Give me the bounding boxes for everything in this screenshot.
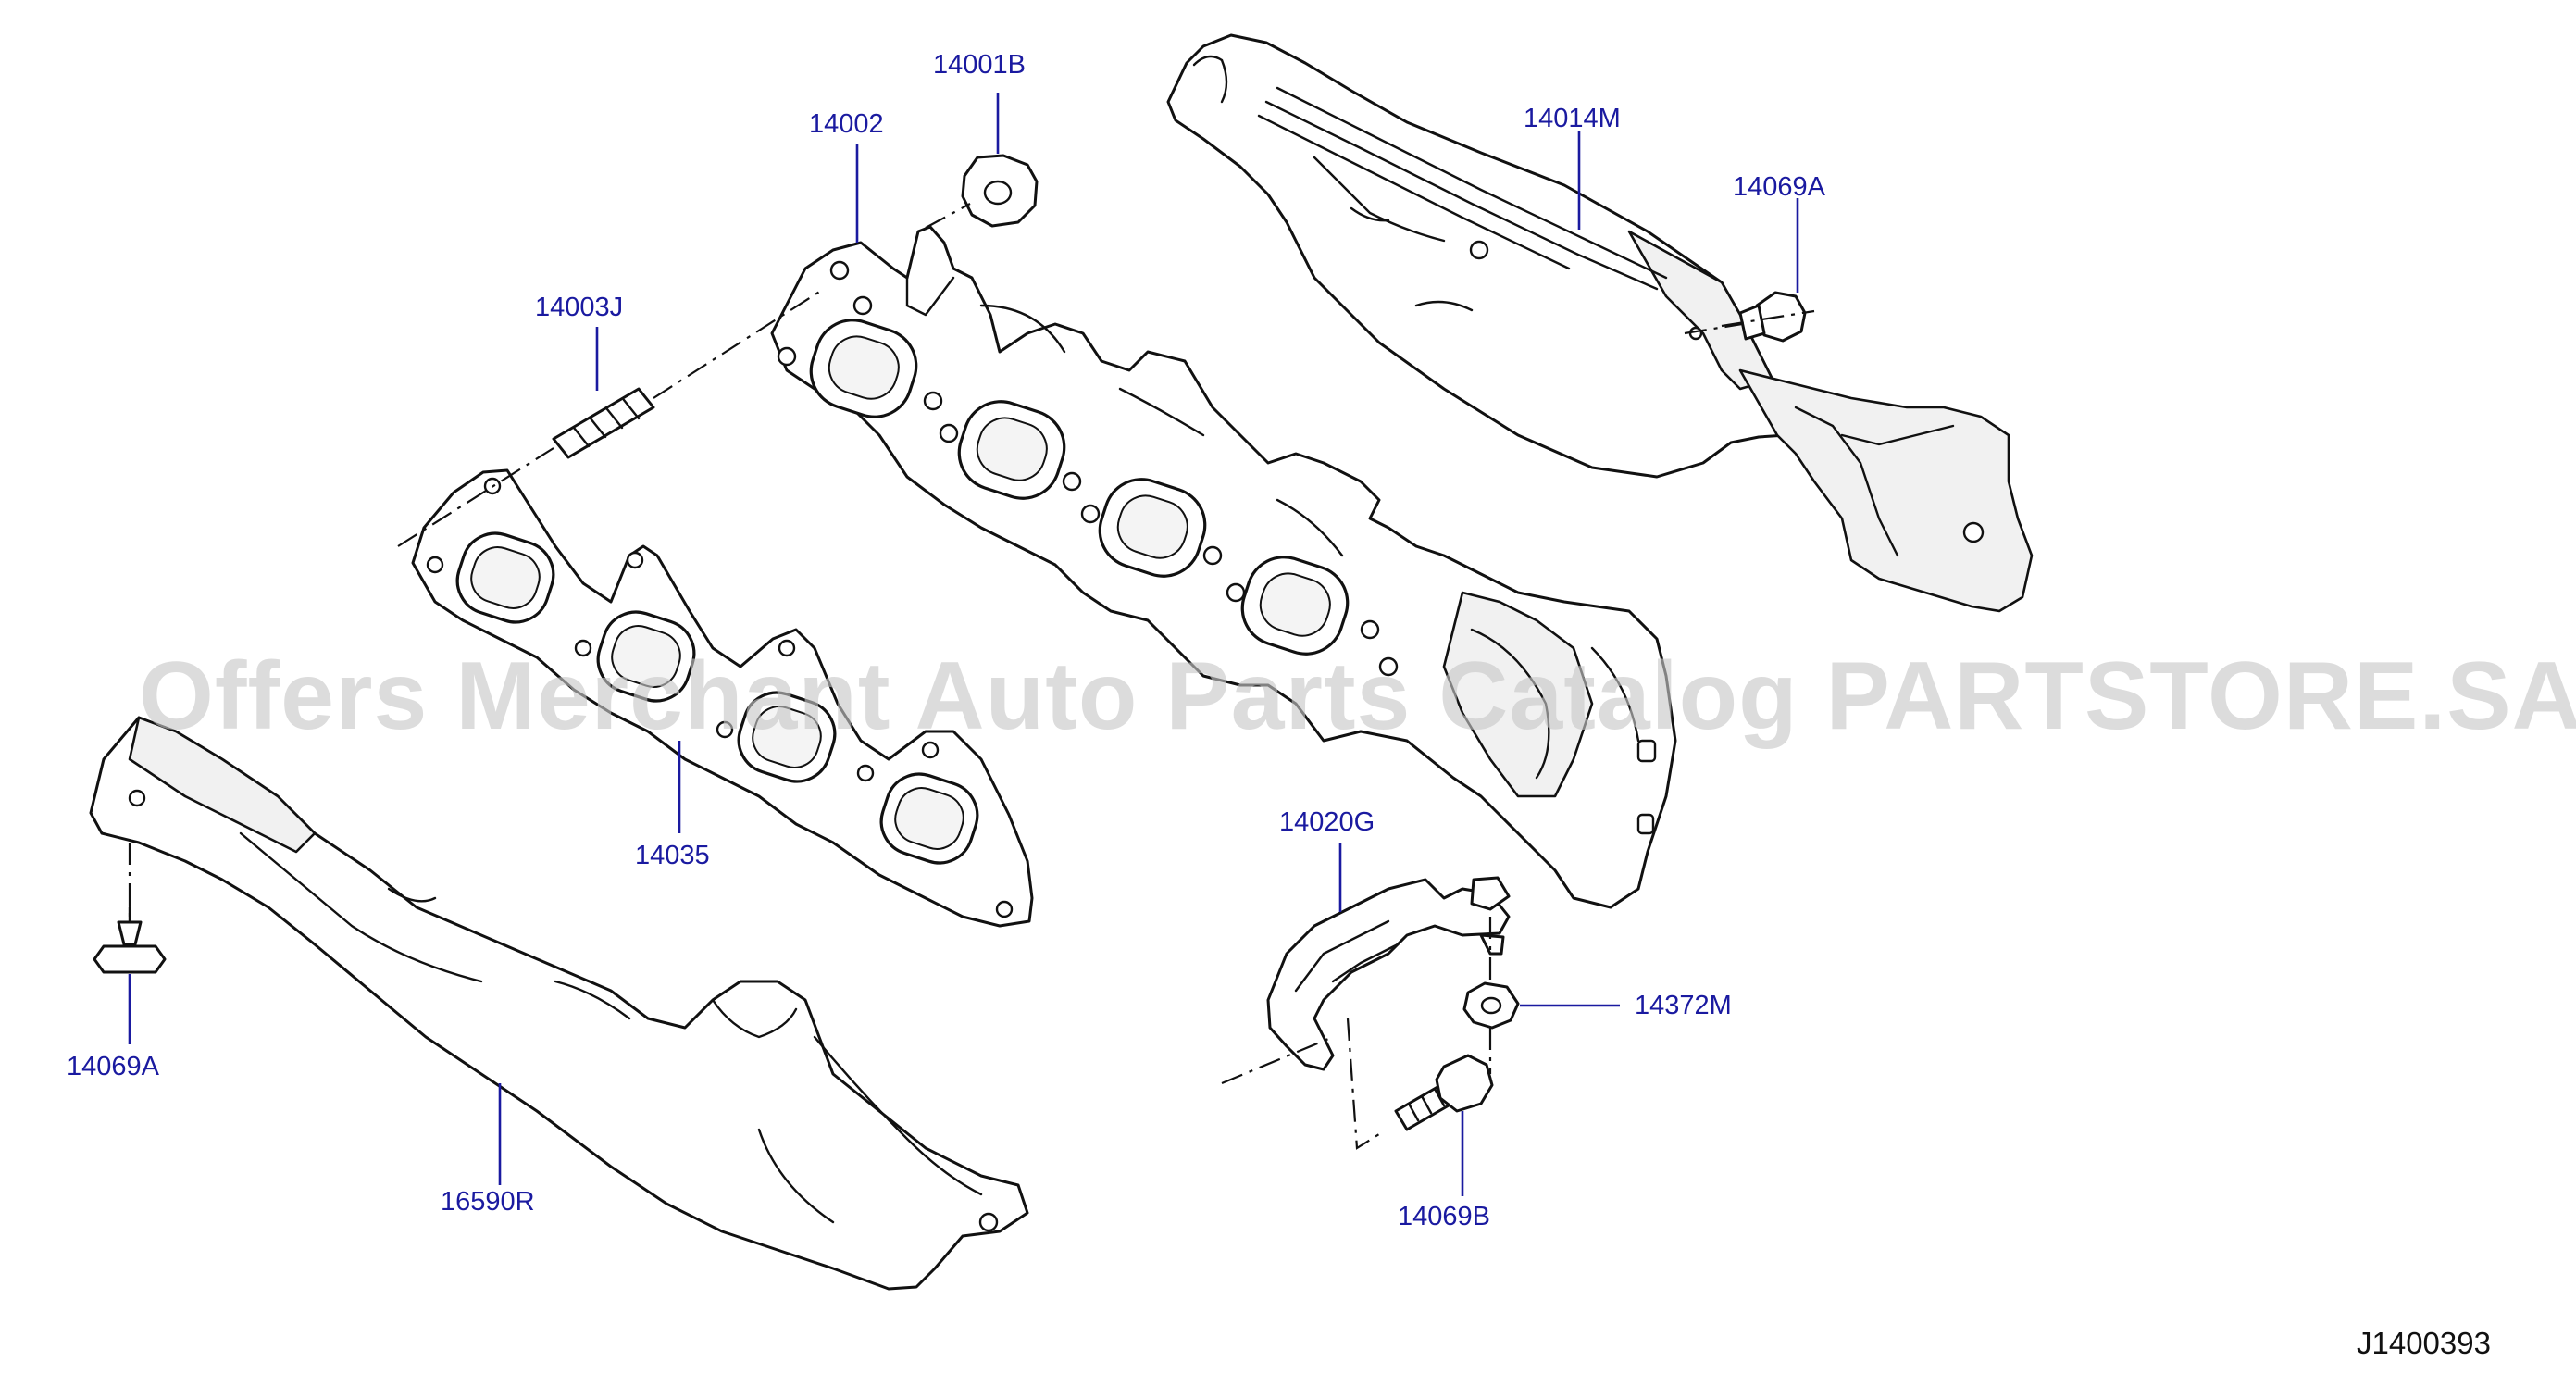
callout-14002[interactable]: 14002 xyxy=(809,109,884,139)
diagram-reference-number: J1400393 xyxy=(2357,1326,2491,1360)
bolt-right-part xyxy=(1738,291,1807,343)
gasket-part xyxy=(411,468,1034,928)
callout-14003J[interactable]: 14003J xyxy=(535,293,624,322)
stud-part xyxy=(552,387,655,459)
exhaust-manifold-part xyxy=(770,225,1677,909)
callout-14069A-left[interactable]: 14069A xyxy=(67,1052,159,1081)
bolt-left-part xyxy=(93,906,167,974)
bolt-lower-part xyxy=(1394,1054,1494,1131)
callout-14014M[interactable]: 14014M xyxy=(1524,104,1621,133)
callout-14020G[interactable]: 14020G xyxy=(1279,807,1375,837)
nut-small-part xyxy=(1462,981,1520,1030)
watermark-text: Offers Merchant Auto Parts Catalog PARTS… xyxy=(139,643,2576,750)
nut-part xyxy=(961,154,1039,228)
heat-shield-upper-part xyxy=(1166,33,2034,613)
callout-14035[interactable]: 14035 xyxy=(635,841,710,870)
bracket-part xyxy=(1266,876,1511,1071)
heat-shield-lower-part xyxy=(89,716,1029,1291)
callout-14001B[interactable]: 14001B xyxy=(933,50,1026,80)
callout-14069A-right[interactable]: 14069A xyxy=(1733,172,1825,202)
callout-14372M[interactable]: 14372M xyxy=(1635,991,1732,1020)
callout-14069B[interactable]: 14069B xyxy=(1398,1202,1490,1231)
callout-16590R[interactable]: 16590R xyxy=(441,1187,535,1217)
